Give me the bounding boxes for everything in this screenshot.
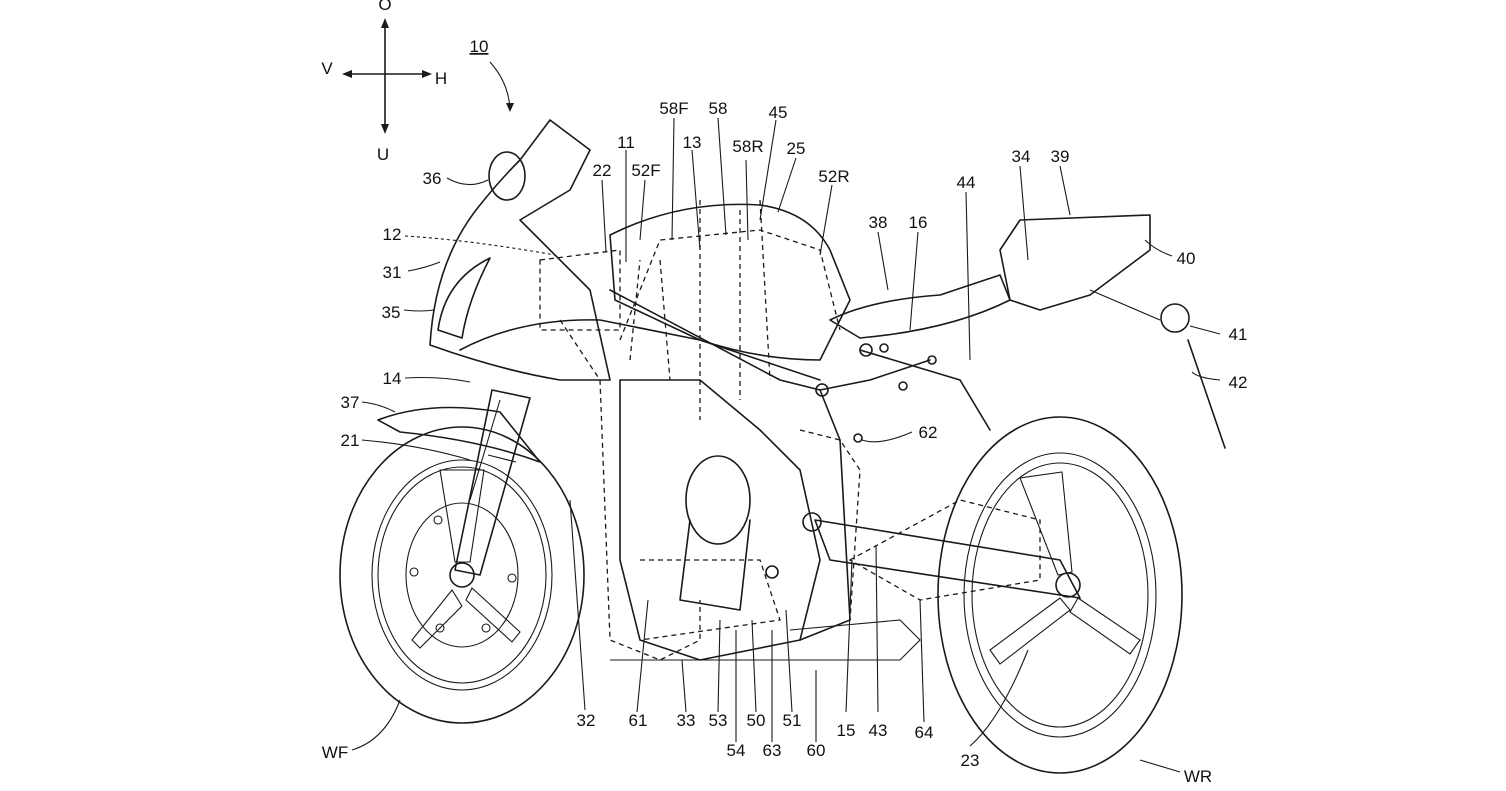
headlight — [437, 257, 491, 339]
ref-52R: 52R — [818, 167, 849, 186]
tail-light — [1160, 303, 1190, 333]
ref-51: 51 — [783, 711, 802, 730]
ref-50: 50 — [747, 711, 766, 730]
ref-53: 53 — [709, 711, 728, 730]
ref-WR: WR — [1184, 767, 1212, 786]
ref-32: 32 — [577, 711, 596, 730]
ref-14: 14 — [383, 369, 402, 388]
swing-arm — [802, 512, 1081, 599]
tail-cowl — [999, 214, 1226, 449]
frame — [609, 289, 991, 641]
ref-16: 16 — [909, 213, 928, 232]
ref-64: 64 — [915, 723, 934, 742]
ref-58: 58 — [709, 99, 728, 118]
label-down: U — [377, 145, 389, 164]
rear-wheel — [937, 416, 1183, 774]
ref-11: 11 — [617, 133, 635, 152]
ref-52F: 52F — [631, 161, 660, 180]
ref-13: 13 — [683, 133, 702, 152]
ref-WF: WF — [322, 743, 348, 762]
ref-60: 60 — [807, 741, 826, 760]
front-fender — [377, 406, 541, 463]
ref-25: 25 — [787, 139, 806, 158]
figure-ref-arrow — [489, 61, 511, 109]
fuel-tank — [609, 203, 851, 361]
ref-58F: 58F — [659, 99, 688, 118]
engine — [610, 379, 921, 661]
ref-40: 40 — [1177, 249, 1196, 268]
ref-58R: 58R — [732, 137, 763, 156]
ref-54: 54 — [727, 741, 746, 760]
ref-22: 22 — [593, 161, 612, 180]
ref-43: 43 — [869, 721, 888, 740]
ref-41: 41 — [1229, 325, 1248, 344]
ref-62: 62 — [919, 423, 938, 442]
figure-ref-label: 10 — [470, 37, 489, 56]
label-up: O — [378, 0, 391, 14]
fairing — [429, 119, 821, 381]
label-rear: H — [435, 69, 447, 88]
ref-15: 15 — [837, 721, 856, 740]
ref-45: 45 — [769, 103, 788, 122]
ref-39: 39 — [1051, 147, 1070, 166]
ref-37: 37 — [341, 393, 360, 412]
ref-21: 21 — [341, 431, 360, 450]
ref-33: 33 — [677, 711, 696, 730]
ref-61: 61 — [629, 711, 648, 730]
mirror — [488, 151, 526, 201]
ref-34: 34 — [1012, 147, 1031, 166]
license-bracket — [1187, 339, 1226, 449]
front-fork — [377, 389, 541, 576]
label-front: V — [321, 59, 333, 78]
ref-31: 31 — [383, 263, 402, 282]
ref-38: 38 — [869, 213, 888, 232]
seat — [829, 274, 1011, 339]
hidden-lines — [539, 199, 1041, 661]
orientation-cross — [342, 18, 432, 134]
ref-35: 35 — [382, 303, 401, 322]
ref-42: 42 — [1229, 373, 1248, 392]
front-wheel — [339, 426, 585, 724]
ref-23: 23 — [961, 751, 980, 770]
ref-44: 44 — [957, 173, 976, 192]
ref-63: 63 — [763, 741, 782, 760]
ref-12: 12 — [383, 225, 402, 244]
ref-36: 36 — [423, 169, 442, 188]
leader-lines — [351, 117, 1221, 773]
